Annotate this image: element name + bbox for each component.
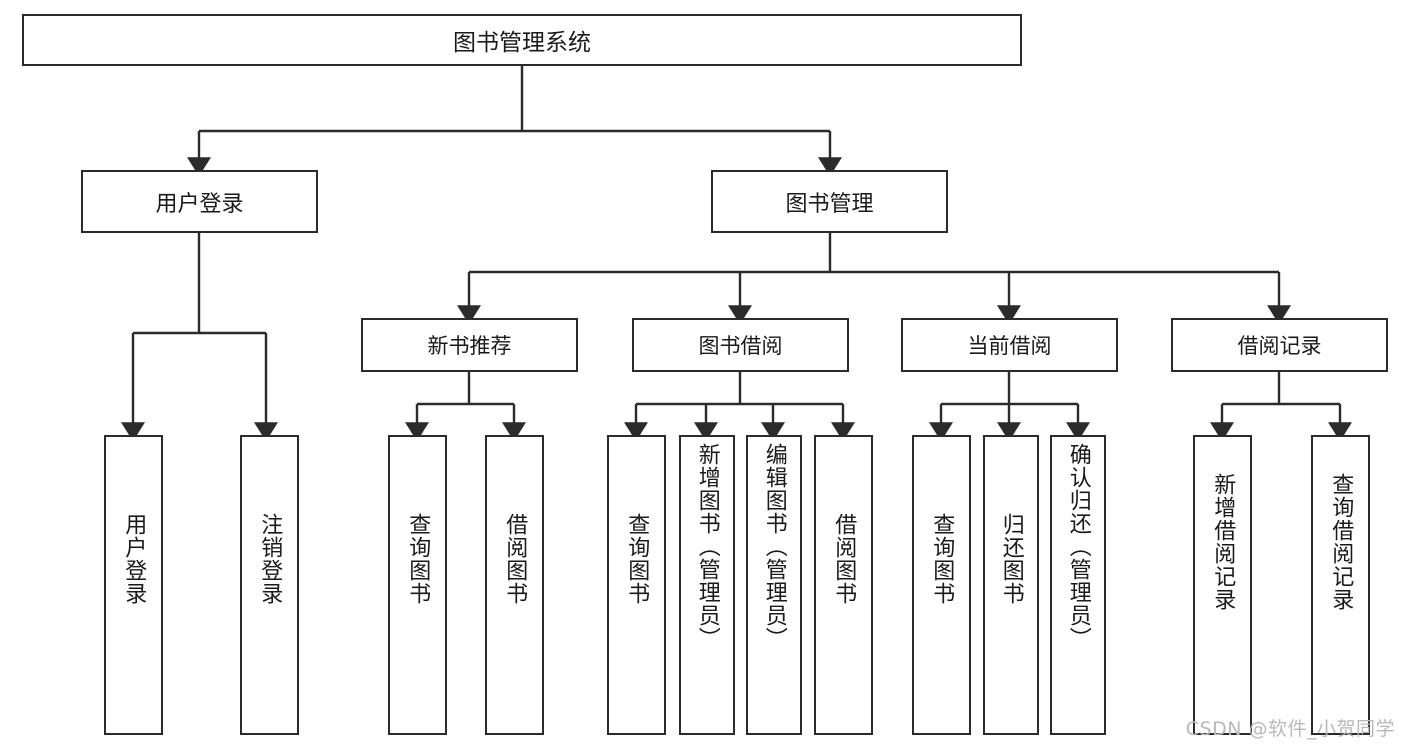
node-current-borrow-label: 当前借阅	[967, 334, 1052, 358]
leaf-current-query-book[interactable]: 查询图书	[912, 435, 971, 735]
leaf-borrow-edit-book[interactable]: 编辑图书（管理员）	[746, 435, 802, 735]
leaf-current-return-book[interactable]: 归还图书	[983, 435, 1039, 735]
node-user-login[interactable]: 用户登录	[81, 170, 318, 233]
leaf-record-add-record[interactable]: 新增借阅记录	[1193, 435, 1252, 735]
leaf-recommend-borrow-book-label: 借阅图书	[502, 513, 528, 605]
leaf-current-return-book-label: 归还图书	[998, 513, 1024, 605]
leaf-record-query-record[interactable]: 查询借阅记录	[1311, 435, 1370, 735]
node-new-book-recommend[interactable]: 新书推荐	[361, 318, 578, 372]
leaf-user-login-signout[interactable]: 注销登录	[240, 435, 299, 735]
node-book-borrow-label: 图书借阅	[698, 334, 783, 358]
node-book-management[interactable]: 图书管理	[711, 170, 948, 233]
leaf-borrow-query-book-label: 查询图书	[624, 513, 650, 605]
leaf-record-query-record-label: 查询借阅记录	[1328, 473, 1354, 611]
node-user-login-label: 用户登录	[155, 191, 244, 217]
leaf-recommend-borrow-book[interactable]: 借阅图书	[485, 435, 544, 735]
leaf-current-confirm-return[interactable]: 确认归还（管理员）	[1050, 435, 1106, 735]
node-book-management-label: 图书管理	[785, 191, 874, 217]
node-new-book-recommend-label: 新书推荐	[427, 334, 512, 358]
leaf-borrow-query-book[interactable]: 查询图书	[607, 435, 666, 735]
leaf-borrow-borrow-book-label: 借阅图书	[831, 513, 857, 605]
leaf-borrow-add-book-label: 新增图书（管理员）	[694, 443, 720, 650]
leaf-recommend-query-book[interactable]: 查询图书	[388, 435, 447, 735]
leaf-borrow-borrow-book[interactable]: 借阅图书	[814, 435, 873, 735]
node-borrow-record[interactable]: 借阅记录	[1171, 318, 1388, 372]
leaf-user-login-signin-label: 用户登录	[121, 513, 147, 605]
leaf-recommend-query-book-label: 查询图书	[405, 513, 431, 605]
leaf-borrow-add-book[interactable]: 新增图书（管理员）	[679, 435, 735, 735]
leaf-borrow-edit-book-label: 编辑图书（管理员）	[761, 443, 787, 650]
node-root[interactable]: 图书管理系统	[22, 14, 1022, 66]
leaf-user-login-signin[interactable]: 用户登录	[104, 435, 163, 735]
node-borrow-record-label: 借阅记录	[1237, 334, 1322, 358]
node-current-borrow[interactable]: 当前借阅	[901, 318, 1118, 372]
node-book-borrow[interactable]: 图书借阅	[632, 318, 849, 372]
node-root-label: 图书管理系统	[453, 30, 591, 56]
leaf-user-login-signout-label: 注销登录	[257, 513, 283, 605]
leaf-current-query-book-label: 查询图书	[929, 513, 955, 605]
leaf-current-confirm-return-label: 确认归还（管理员）	[1065, 443, 1091, 650]
leaf-record-add-record-label: 新增借阅记录	[1210, 473, 1236, 611]
